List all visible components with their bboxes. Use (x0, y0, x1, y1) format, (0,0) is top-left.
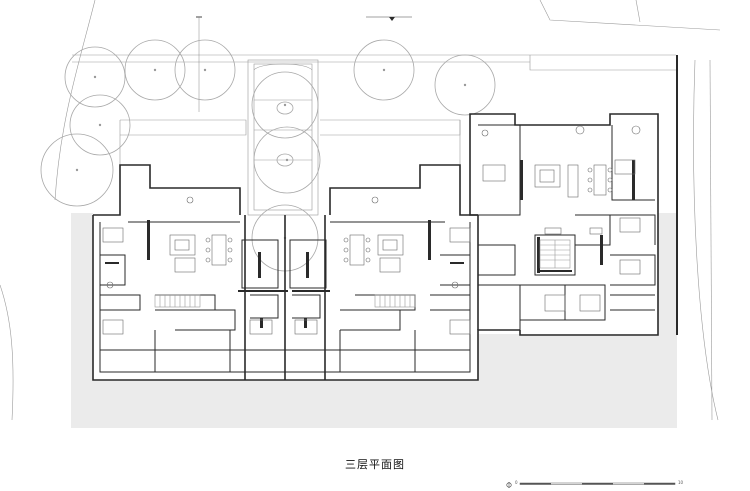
east-building-walls (469, 113, 659, 336)
scale-bar (519, 482, 676, 485)
east-stair (539, 239, 571, 269)
east-building-furniture (481, 125, 641, 312)
west-stair (154, 294, 416, 308)
west-building-walls (92, 164, 520, 381)
site-boundary-lines (0, 0, 721, 421)
north-arrow-icon (196, 16, 412, 112)
west-building-solid-walls (105, 220, 464, 328)
compass-symbol (506, 482, 512, 488)
east-building-inner-walls (478, 124, 656, 330)
scale-end-label: 10 (678, 480, 684, 485)
courtyard-path (247, 59, 319, 216)
scale-start-label: 0 (515, 480, 518, 485)
building-footprint-fill-east (478, 114, 658, 334)
west-building-furniture (102, 196, 471, 335)
east-building-solid-walls (520, 55, 678, 335)
drawing-caption: 三层平面图 (345, 458, 405, 471)
trees (40, 39, 496, 272)
